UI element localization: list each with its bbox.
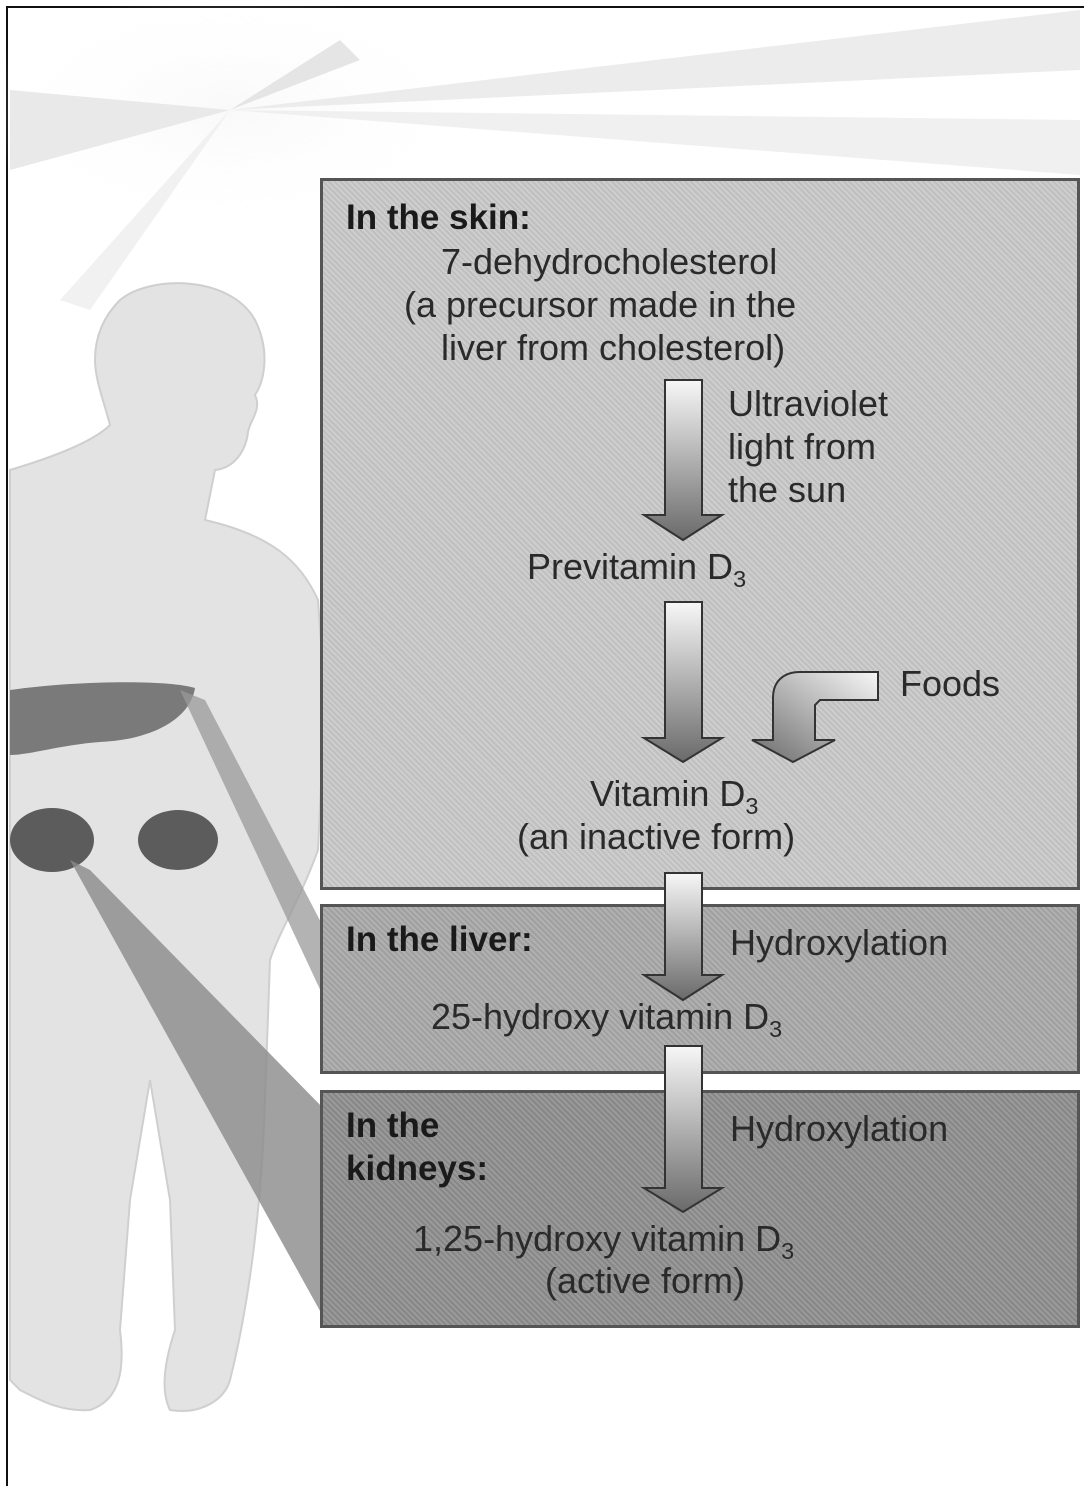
kidney-process-label: Hydroxylation (730, 1107, 948, 1151)
uv-label-line1: Ultraviolet (728, 382, 888, 426)
liver-product-label: 25-hydroxy vitamin D3 (431, 995, 782, 1051)
previtamin-label: Previtamin D3 (527, 545, 746, 601)
skin-heading: In the skin: (346, 196, 531, 240)
precursor-name: 7-dehydrocholesterol (441, 240, 777, 284)
uv-label-line2: light from (728, 425, 876, 469)
foods-label: Foods (900, 662, 1000, 706)
kidney-product-note: (active form) (545, 1259, 745, 1303)
foods-arrow (752, 672, 878, 762)
liver-process-label: Hydroxylation (730, 921, 948, 965)
uv-label-line3: the sun (728, 468, 846, 512)
kidney-heading-line2: kidneys: (346, 1147, 488, 1191)
previtamin-subscript: 3 (733, 566, 746, 592)
precursor-description-line2: liver from cholesterol) (441, 326, 785, 370)
previtamin-arrow (644, 602, 722, 762)
vitamin-d3-note: (an inactive form) (517, 815, 795, 859)
uv-arrow (644, 380, 722, 540)
kidney-product-subscript: 3 (781, 1238, 794, 1264)
kidney-heading-line1: In the (346, 1104, 439, 1148)
liver-arrow (644, 873, 722, 1000)
precursor-description-line1: (a precursor made in the (404, 283, 796, 327)
liver-product-subscript: 3 (769, 1016, 782, 1042)
kidney-arrow (644, 1046, 722, 1212)
liver-heading: In the liver: (346, 918, 533, 962)
